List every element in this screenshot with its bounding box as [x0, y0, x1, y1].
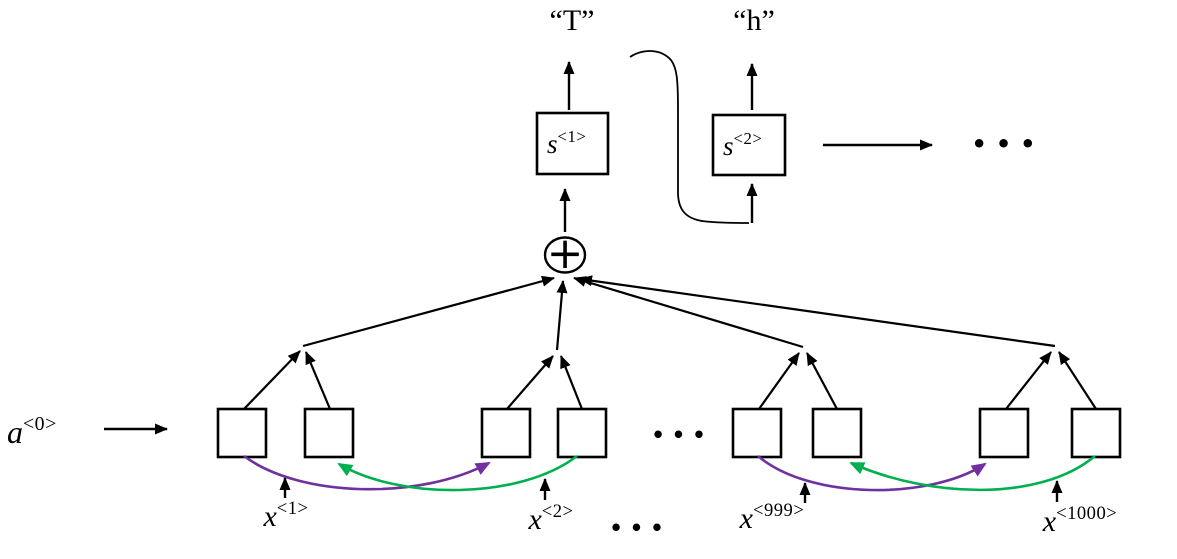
merge-arrow-pair4-left [1005, 351, 1052, 410]
rnn-cell-forward-2 [480, 407, 532, 459]
s1-sup: <1> [557, 127, 587, 146]
merge-arrow-pair3-left [758, 352, 800, 410]
x2-base: x [528, 503, 542, 537]
output-word-1: “T” [549, 4, 595, 37]
input-x999-label: x<999> [739, 500, 805, 536]
backward-arc-2-to-1 [337, 454, 578, 492]
input-x2-label: x<2> [528, 501, 574, 537]
ellipsis-mid-row: ••• [651, 423, 713, 447]
x999-base: x [739, 502, 753, 536]
rnn-cell-backward-1 [303, 407, 355, 459]
s2-base: s [723, 130, 734, 161]
forward-arc-1-to-2 [243, 454, 491, 491]
rnn-cell-backward-1000 [1070, 407, 1122, 459]
attention-line-pair2 [555, 280, 568, 351]
s2-sup: <2> [733, 129, 763, 148]
rnn-cell-forward-999 [731, 407, 783, 459]
a0-base: a [7, 413, 23, 450]
merge-arrow-pair4-right [1058, 351, 1097, 410]
initial-activation-label: a<0> [7, 413, 57, 450]
output-word-2: “h” [733, 4, 775, 37]
merge-arrow-pair2-right [559, 355, 584, 410]
input-x1000-label: x<1000> [1042, 503, 1118, 539]
forward-arc-999-to-1000 [757, 455, 987, 492]
attention-line-pair1 [302, 275, 555, 348]
merge-arrow-pair1-right [304, 351, 332, 410]
feedback-squiggle-t-to-s2 [629, 50, 750, 224]
x999-sup: <999> [752, 500, 805, 521]
ellipsis-bottom-row: ••• [609, 516, 671, 540]
merge-arrow-pair3-right [806, 352, 838, 410]
rnn-cell-forward-1000 [978, 407, 1030, 459]
input-x1-label: x<1> [263, 498, 309, 534]
ellipsis-top-right: ••• [971, 130, 1045, 158]
state-s1-label: s<1> [547, 127, 587, 159]
a0-sup: <0> [23, 413, 57, 435]
decoder-state-s2-box [711, 113, 787, 177]
rnn-cell-forward-1 [216, 407, 268, 459]
rnn-cell-backward-2 [556, 407, 608, 459]
merge-arrow-pair1-left [243, 350, 301, 410]
x1-base: x [263, 500, 277, 534]
x1000-base: x [1042, 505, 1057, 539]
sum-node-circle [543, 236, 587, 274]
rnn-cell-backward-999 [811, 407, 863, 459]
s1-base: s [547, 128, 558, 159]
x1000-sup: <1000> [1056, 503, 1118, 524]
attention-line-pair3 [573, 276, 804, 349]
merge-arrow-pair2-left [506, 355, 554, 410]
x1-sup: <1> [276, 498, 309, 519]
x2-sup: <2> [541, 501, 574, 522]
backward-arc-1000-to-999 [849, 455, 1096, 492]
sum-operator: + [546, 228, 584, 279]
state-s2-label: s<2> [723, 129, 763, 161]
decoder-state-s1-box [535, 111, 610, 176]
attention-line-pair4 [579, 275, 1056, 348]
